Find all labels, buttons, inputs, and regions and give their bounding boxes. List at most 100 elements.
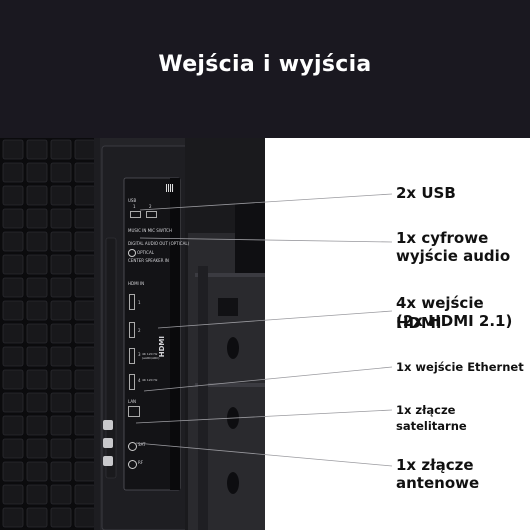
grid-cell [74, 208, 96, 229]
grid-cell [50, 277, 72, 298]
label-antenna-line1: 1x złącze [396, 456, 474, 474]
grid-cell [50, 254, 72, 275]
usb-label: USB [128, 198, 137, 203]
grid-cell [74, 415, 96, 436]
grid-cell [50, 323, 72, 344]
grid-cell [26, 346, 48, 367]
grid-cell [74, 461, 96, 482]
grid-cell [2, 254, 24, 275]
lan-port [128, 406, 140, 417]
grid-cell [2, 461, 24, 482]
grid-cell [50, 415, 72, 436]
grid-cell [50, 484, 72, 505]
hdmi-in-label: HDMI IN [128, 281, 145, 286]
sat-port [128, 442, 137, 451]
qr-code [166, 184, 174, 192]
grid-cell [74, 277, 96, 298]
hdmi-num-3: 3 [138, 352, 141, 357]
grid-cell [26, 208, 48, 229]
grid-cell [74, 438, 96, 459]
hdmi-logo: HDMI [158, 336, 166, 358]
grid-cell [50, 208, 72, 229]
label-satellite: 1x złącze satelitarne [396, 403, 467, 433]
optical-label: DIGITAL AUDIO OUT (OPTICAL) [128, 241, 190, 246]
hdmi-port-3 [129, 348, 135, 364]
tv-rear-panel-photo: USB 1 2 MUSIC IN MIC SWITCH DIGITAL AUDI… [0, 138, 265, 530]
optical-port-label: OPTICAL [137, 250, 154, 255]
header-band: Wejścia i wyjścia [0, 0, 530, 138]
grid-cell [50, 185, 72, 206]
grid-cell [26, 300, 48, 321]
grid-cell [2, 507, 24, 528]
grid-cell [26, 484, 48, 505]
grid-cell [74, 254, 96, 275]
grid-cell [50, 507, 72, 528]
hdmi-port-2 [129, 322, 135, 338]
usb-num-2: 2 [149, 204, 152, 209]
grid-cell [50, 461, 72, 482]
hdmi-note-4: 4K 120 Hz [142, 378, 158, 382]
grid-cell [2, 162, 24, 183]
usb-num-1: 1 [133, 204, 136, 209]
grid-cell [26, 162, 48, 183]
grid-cell [2, 300, 24, 321]
label-antenna-line2: antenowe [396, 474, 480, 492]
hdmi-note-3: 4K 120 Hz (eARC/ARC) [142, 352, 160, 360]
label-ethernet: 1x wejście Ethernet [396, 360, 524, 374]
grid-cell [74, 484, 96, 505]
grid-cell [50, 300, 72, 321]
grid-cell [50, 162, 72, 183]
port-label-panel: USB 1 2 MUSIC IN MIC SWITCH DIGITAL AUDI… [124, 178, 189, 490]
hdmi-num-1: 1 [138, 300, 141, 305]
grid-cell [50, 392, 72, 413]
grid-cell [2, 369, 24, 390]
label-usb: 2x USB [396, 184, 456, 202]
grid-cell [74, 392, 96, 413]
page-title: Wejścia i wyjścia [158, 52, 372, 77]
grid-cell [74, 300, 96, 321]
grid-cell [2, 231, 24, 252]
grid-cell [2, 139, 24, 160]
grid-cell [26, 254, 48, 275]
grid-cell [26, 231, 48, 252]
grid-cell [74, 162, 96, 183]
usb-port-1 [130, 211, 141, 218]
grid-cell [2, 346, 24, 367]
grid-cell [2, 185, 24, 206]
hdmi-num-4: 4 [138, 378, 141, 383]
grid-cell [74, 231, 96, 252]
grid-cell [74, 507, 96, 528]
grid-cell [26, 323, 48, 344]
grid-cell [2, 392, 24, 413]
label-digital-audio-line2: wyjście audio [396, 247, 511, 265]
grid-cell [2, 438, 24, 459]
optical-port [128, 249, 136, 257]
grid-cell [2, 484, 24, 505]
usb-port-2 [146, 211, 157, 218]
center-speaker-label: CENTER SPEAKER IN [128, 258, 169, 263]
grid-cell [26, 139, 48, 160]
grid-cell [2, 323, 24, 344]
rf-label: RF [138, 460, 144, 465]
grid-cell [74, 346, 96, 367]
grid-cell [50, 369, 72, 390]
grid-cell [26, 185, 48, 206]
grid-cell [74, 323, 96, 344]
rf-port [128, 460, 137, 469]
grid-cell [2, 415, 24, 436]
grid-cell [26, 507, 48, 528]
grid-cell [26, 369, 48, 390]
label-hdmi-line2: (2x HDMI 2.1) [396, 312, 513, 330]
grid-cell [50, 346, 72, 367]
hdmi-num-2: 2 [138, 328, 141, 333]
audio-switch-label: MUSIC IN MIC SWITCH [128, 228, 172, 233]
grid-cell [26, 438, 48, 459]
grid-cell [26, 461, 48, 482]
grid-cell [26, 277, 48, 298]
grid-cell [26, 392, 48, 413]
grid-cell [2, 277, 24, 298]
sat-label: SAT [138, 442, 146, 447]
grid-cell [74, 369, 96, 390]
hdmi-port-1 [129, 294, 135, 310]
label-hdmi-line1: 4x wejście HDMI [396, 294, 484, 332]
